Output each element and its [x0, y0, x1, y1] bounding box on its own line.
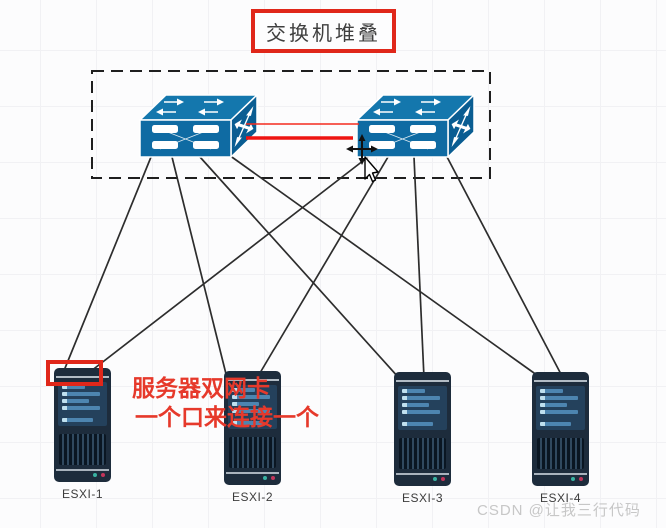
server-status-leds	[259, 476, 275, 482]
server-vents	[229, 437, 276, 468]
server-led-panel	[536, 386, 585, 430]
server-status-leds	[89, 473, 105, 479]
link-switch1-esxi2[interactable]	[171, 156, 228, 379]
switch-1[interactable]	[140, 95, 257, 157]
server-status-leds	[567, 477, 583, 483]
server-label: ESXI-1	[61, 487, 103, 501]
server-label: ESXI-3	[401, 491, 443, 505]
server-esxi-1[interactable]: ESXI-1	[54, 368, 111, 504]
server-bottom-trim	[226, 472, 279, 474]
led-green	[263, 476, 267, 480]
server-led-panel	[398, 386, 447, 430]
server-tower-icon	[224, 371, 281, 485]
server-label: ESXI-4	[539, 491, 581, 505]
led-red	[579, 477, 583, 481]
link-switch2-esxi1[interactable]	[81, 156, 369, 379]
led-red	[101, 473, 105, 477]
led-green	[93, 473, 97, 477]
server-top-trim	[396, 380, 449, 382]
annotation-text: 服务器双网卡 一个口来连接一个	[132, 374, 319, 432]
server-status-leds	[429, 477, 445, 483]
server-top-trim	[226, 379, 279, 381]
diagram-title: 交换机堆叠	[266, 22, 381, 45]
link-switch2-esxi3[interactable]	[413, 156, 425, 379]
server-tower-icon	[394, 372, 451, 486]
link-switch2-esxi4[interactable]	[445, 154, 564, 379]
server-tower-icon	[54, 368, 111, 482]
server-esxi-3[interactable]: ESXI-3	[394, 372, 451, 508]
server-vents	[537, 438, 584, 469]
server-tower-icon	[532, 372, 589, 486]
server-bottom-trim	[56, 469, 109, 471]
server-label: ESXI-2	[231, 490, 273, 504]
server-top-trim	[56, 376, 109, 378]
move-cursor-icon	[346, 134, 378, 165]
server-bottom-trim	[396, 473, 449, 475]
server-esxi-4[interactable]: ESXI-4	[532, 372, 589, 508]
nic-highlight-box	[46, 360, 103, 386]
server-top-trim	[534, 380, 587, 382]
link-switch1-esxi1[interactable]	[60, 156, 152, 379]
led-red	[271, 476, 275, 480]
connection-lines	[60, 154, 564, 379]
server-led-panel	[58, 382, 107, 426]
server-bottom-trim	[534, 473, 587, 475]
led-green	[571, 477, 575, 481]
server-led-panel	[228, 385, 277, 429]
watermark-text: CSDN @让我三行代码	[477, 502, 641, 519]
led-green	[433, 477, 437, 481]
annotation-line-1: 服务器双网卡	[132, 375, 270, 401]
mouse-pointer-icon	[364, 156, 379, 183]
server-vents	[59, 434, 106, 465]
server-vents	[399, 438, 446, 469]
annotation-line-2: 一个口来连接一个	[135, 404, 319, 430]
server-esxi-2[interactable]: ESXI-2	[224, 371, 281, 507]
stack-group-box[interactable]	[91, 70, 491, 179]
link-switch1-esxi4[interactable]	[228, 154, 542, 379]
link-switch2-esxi2[interactable]	[256, 156, 389, 379]
link-switch1-esxi3[interactable]	[199, 156, 400, 379]
led-red	[441, 477, 445, 481]
diagram-title-box[interactable]: 交换机堆叠	[251, 9, 396, 53]
